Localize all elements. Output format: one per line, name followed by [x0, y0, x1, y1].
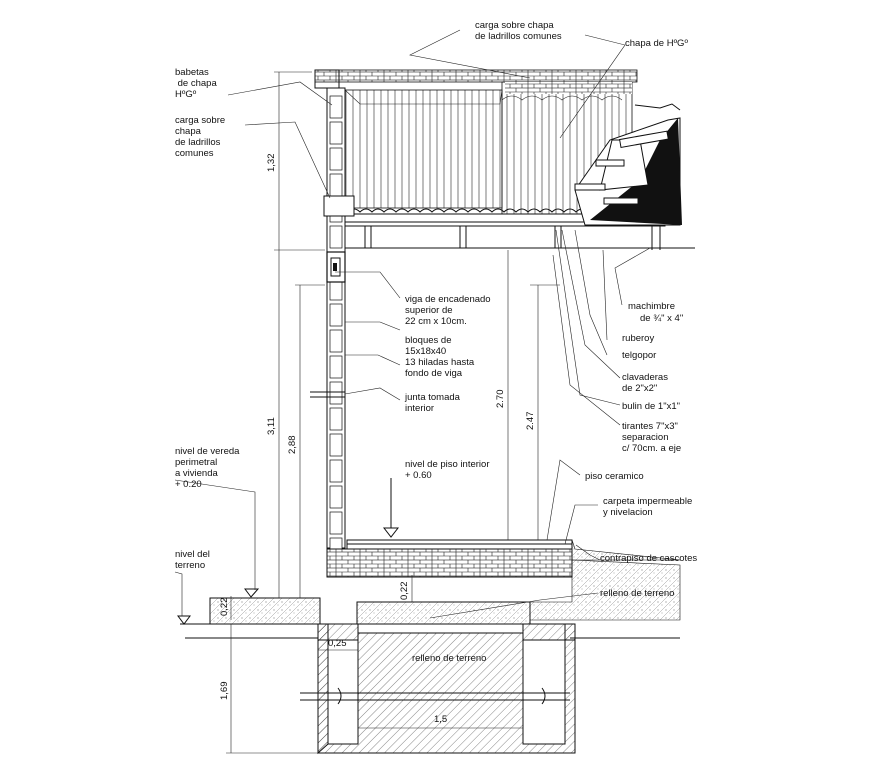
- dim-2-88: 2,88: [287, 436, 298, 455]
- label-chapa-top: chapa de HºGº: [625, 38, 688, 49]
- wall-block: [329, 95, 343, 119]
- dim-1-5: 1,5: [434, 714, 447, 725]
- dim-1-69: 1,69: [219, 682, 230, 701]
- dim-0-22-left: 0,22: [219, 598, 230, 617]
- wall-block: [329, 381, 343, 405]
- wall-block: [329, 147, 343, 171]
- dim-2-47: 2.47: [525, 412, 536, 431]
- wall-block: [329, 485, 343, 509]
- foundation: [177, 391, 681, 755]
- wall-block: [329, 407, 343, 431]
- wall-block: [329, 459, 343, 483]
- wall-block: [329, 355, 343, 379]
- block-wall: [323, 87, 355, 561]
- wall-block: [329, 173, 343, 197]
- wall-block: [329, 329, 343, 353]
- label-telgopor: telgopor: [622, 350, 656, 361]
- dimension-labels: 1,32 3,11 2,88 2.70 2.47 0,22 0,22 0,25 …: [219, 154, 536, 726]
- dimension-lines: [174, 29, 651, 754]
- dim-3-11: 3,11: [266, 417, 277, 435]
- wall-block: [329, 121, 343, 145]
- label-bulin: bulin de 1"x1": [622, 401, 680, 412]
- dim-0-25: 0,25: [328, 638, 347, 649]
- label-ruberoy: ruberoy: [622, 333, 654, 344]
- roof: [314, 69, 695, 250]
- wall-block: [329, 511, 343, 535]
- dim-1-32: 1,32: [266, 154, 277, 173]
- label-relleno-center: relleno de terreno: [412, 653, 486, 664]
- dim-0-22-center: 0,22: [399, 582, 410, 601]
- wall-block: [329, 433, 343, 457]
- wall-block: [329, 225, 343, 249]
- label-relleno-right: relleno de terreno: [600, 588, 674, 599]
- label-contrapiso: contrapiso de cascotes: [600, 553, 697, 564]
- label-piso-ceramico: piso ceramico: [585, 471, 644, 482]
- dim-2-70: 2.70: [495, 390, 506, 409]
- label-nivel-piso: nivel de piso interior+ 0.60: [405, 459, 490, 481]
- wall-block: [329, 303, 343, 327]
